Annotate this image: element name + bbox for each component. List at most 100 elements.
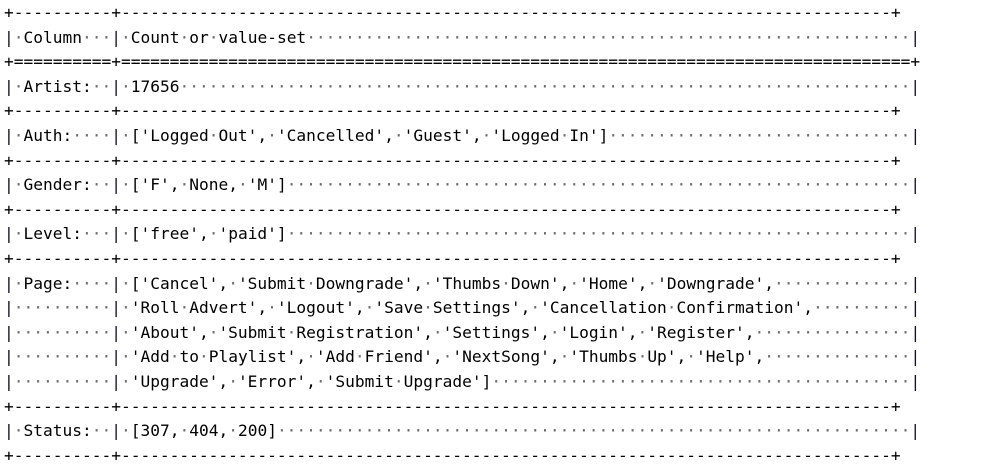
cell-text: Status: [23,421,92,441]
cell-text: 'Save [374,298,424,318]
whitespace-dots: · [559,347,570,367]
row-level: |·Level:···|·['free',·'paid']···········… [4,222,920,247]
whitespace-dots: · [559,125,570,145]
rule-5: +----------+----------------------------… [4,395,920,420]
whitespace-dots: · [13,125,24,145]
cell-text: Level: [23,224,82,244]
whitespace-dots: · [120,76,131,96]
table-vertical-border: | [910,125,921,145]
row-page-5: |··········|·'Upgrade',·'Error',·'Submit… [4,370,920,395]
whitespace-dots: · [179,27,190,47]
whitespace-dots: · [120,347,131,367]
cell-text: 'NextSong', [452,347,560,367]
table-vertical-border: | [910,371,921,391]
table-vertical-border: | [111,125,121,145]
table-vertical-border: | [910,421,921,441]
table-vertical-border: | [111,421,121,441]
cell-text: Page: [23,273,73,293]
row-auth: |·Auth:····|·['Logged·Out',·'Cancelled',… [4,124,920,149]
whitespace-dots: · [666,298,677,318]
cell-text: or [189,27,209,47]
table-vertical-border: | [910,347,921,367]
cell-text: 'Login', [559,322,638,342]
whitespace-dots: ···· [72,273,112,293]
whitespace-dots: ········································… [179,76,911,96]
whitespace-dots: ·········· [813,298,911,318]
whitespace-dots: · [306,273,316,293]
cell-text: 'Error', [237,371,316,391]
table-vertical-border: | [910,322,921,342]
table-vertical-border: | [910,76,921,96]
whitespace-dots: · [364,298,375,318]
cell-text: 'Thumbs [432,273,502,293]
rule-4: +----------+----------------------------… [4,247,920,272]
cell-text: Downgrade', [315,273,424,293]
whitespace-dots: ·· [91,175,112,195]
cell-text: 'Settings', [442,322,550,342]
row-page-4: |··········|·'Add·to·Playlist',·'Add·Fri… [4,345,920,370]
whitespace-dots: · [13,27,24,47]
whitespace-dots: · [13,224,24,244]
table-vertical-border: | [910,175,921,195]
whitespace-dots: ················ [754,322,911,342]
whitespace-dots: · [228,371,238,391]
cell-text: Settings', [432,298,531,318]
whitespace-dots: · [169,347,180,367]
whitespace-dots: · [13,273,24,293]
whitespace-dots: · [481,125,492,145]
table-rule: +----------+----------------------------… [4,101,901,121]
table-vertical-border: | [111,27,121,47]
whitespace-dots: ·········· [13,298,112,318]
cell-text: 'Add [130,347,170,367]
cell-text: value-set [218,27,307,47]
cell-text: Out', [218,125,268,145]
cell-text: ['Cancel', [130,273,229,293]
whitespace-dots: ·············· [774,273,911,293]
row-page-3: |··········|·'About',·'Submit·Registrati… [4,321,920,346]
whitespace-dots: · [267,298,277,318]
rule-2: +----------+----------------------------… [4,149,920,174]
table-vertical-border: | [111,273,121,293]
cell-text: Upgrade'] [403,371,492,391]
whitespace-dots: · [13,76,24,96]
row-header: |·Column···|·Count·or·value-set·········… [4,26,920,51]
rule-1: +----------+----------------------------… [4,99,920,124]
row-artist: |·Artist:··|·17656······················… [4,75,920,100]
whitespace-dots: · [228,421,238,441]
cell-text: [307, [130,421,180,441]
table-vertical-border: | [4,371,14,391]
table-vertical-border: | [4,224,14,244]
cell-text: 'Help', [696,347,765,367]
rule-3: +----------+----------------------------… [4,198,920,223]
cell-text: 'Cancellation [540,298,667,318]
table-vertical-border: | [4,175,14,195]
whitespace-dots: · [442,347,453,367]
whitespace-dots: ······························· [608,125,911,145]
table-rule: +==========+============================… [4,52,921,72]
cell-text: Down', [510,273,570,293]
cell-text: Friend', [364,347,443,367]
whitespace-dots: · [120,322,131,342]
table-rule: +----------+----------------------------… [4,3,901,22]
row-page-2: |··········|·'Roll·Advert',·'Logout',·'S… [4,296,920,321]
table-vertical-border: | [4,347,14,367]
whitespace-dots: · [267,125,277,145]
whitespace-dots: · [501,273,511,293]
table-vertical-border: | [111,76,121,96]
row-gender: |·Gender:··|·['F',·None,·'M']···········… [4,173,920,198]
whitespace-dots: · [120,273,131,293]
whitespace-dots: · [179,175,190,195]
whitespace-dots: · [423,298,433,318]
whitespace-dots: · [686,347,697,367]
whitespace-dots: · [530,298,541,318]
whitespace-dots: ········································… [276,421,911,441]
whitespace-dots: · [237,175,248,195]
whitespace-dots: · [306,347,316,367]
cell-text: 'Cancelled', [276,125,394,145]
table-vertical-border: | [910,273,921,293]
whitespace-dots: ·· [91,76,112,96]
whitespace-dots: · [286,322,297,342]
whitespace-dots: ········································… [491,371,911,391]
whitespace-dots: · [198,347,209,367]
cell-text: 'Submit [218,322,287,342]
